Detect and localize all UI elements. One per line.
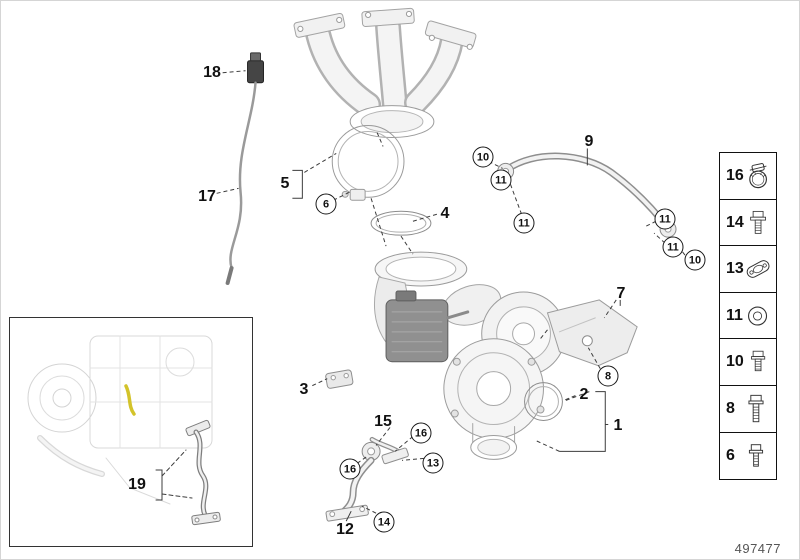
legend-number: 6 — [726, 446, 735, 464]
hose-clamp-icon — [749, 163, 767, 189]
hex-bolt-long-icon — [748, 394, 764, 423]
legend-item-8[interactable]: 8 — [719, 385, 777, 434]
callout-7[interactable]: 7 — [616, 285, 626, 302]
hex-screw-icon — [748, 443, 764, 467]
callout-19[interactable]: 19 — [128, 476, 146, 493]
callout-15[interactable]: 15 — [374, 413, 392, 430]
callout-10-b[interactable]: 10 — [684, 249, 706, 271]
legend-number: 10 — [726, 353, 744, 371]
hex-bolt-icon — [750, 351, 765, 372]
diagram-number: 497477 — [734, 541, 781, 556]
legend-item-10[interactable]: 10 — [719, 338, 777, 387]
callout-16-b[interactable]: 16 — [339, 458, 361, 480]
legend-item-11[interactable]: 11 — [719, 291, 777, 340]
callout-11-d[interactable]: 11 — [662, 236, 684, 258]
legend-number: 14 — [726, 213, 744, 231]
callout-10-a[interactable]: 10 — [472, 146, 494, 168]
callout-11-b[interactable]: 11 — [513, 212, 535, 234]
parts-legend: 16 14 — [719, 152, 777, 480]
legend-item-14[interactable]: 14 — [719, 198, 777, 247]
callout-17[interactable]: 17 — [198, 188, 216, 205]
callout-2[interactable]: 2 — [579, 386, 589, 403]
legend-number: 13 — [726, 260, 744, 278]
callout-6[interactable]: 6 — [315, 193, 337, 215]
legend-number: 8 — [726, 400, 735, 418]
callout-8[interactable]: 8 — [597, 365, 619, 387]
flange-gasket-icon — [746, 260, 770, 279]
inset-artwork — [27, 335, 221, 526]
legend-number: 16 — [726, 167, 744, 184]
callout-14[interactable]: 14 — [373, 511, 395, 533]
legend-item-13[interactable]: 13 — [719, 245, 777, 294]
callout-1[interactable]: 1 — [613, 417, 623, 434]
callout-11-a[interactable]: 11 — [490, 169, 512, 191]
hex-flange-bolt-icon — [750, 210, 766, 234]
callout-5[interactable]: 5 — [280, 175, 290, 192]
callout-18[interactable]: 18 — [203, 64, 221, 81]
location-inset-box — [9, 317, 253, 547]
callout-16-a[interactable]: 16 — [410, 422, 432, 444]
legend-number: 11 — [726, 306, 743, 324]
callout-9[interactable]: 9 — [584, 133, 594, 150]
callout-11-c[interactable]: 11 — [654, 208, 676, 230]
callout-12[interactable]: 12 — [336, 521, 354, 538]
callout-4[interactable]: 4 — [440, 205, 450, 222]
callout-13[interactable]: 13 — [422, 452, 444, 474]
legend-item-6[interactable]: 6 — [719, 431, 777, 480]
callout-3[interactable]: 3 — [299, 381, 309, 398]
washer-icon — [747, 306, 767, 326]
legend-item-16[interactable]: 16 — [719, 152, 777, 200]
